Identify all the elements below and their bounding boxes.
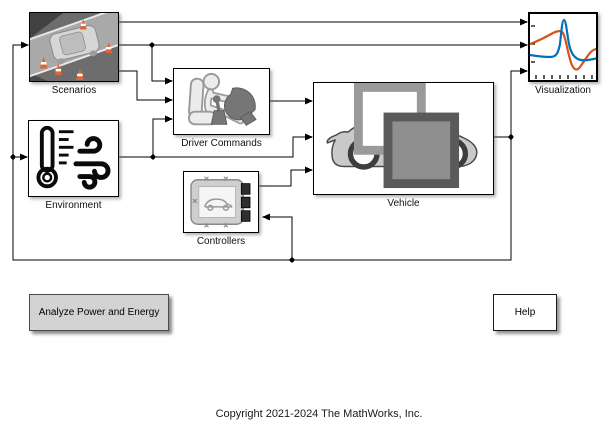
block-driver-commands[interactable] [173,68,270,135]
arrowhead [520,41,528,49]
driving-scenario-thumbnail-icon [30,13,118,81]
thermometer-wind-icon [36,125,111,190]
arrowhead [520,18,528,26]
analyze-button-label: Analyze Power and Energy [38,307,160,318]
copyright-text: Copyright 2021-2024 The MathWorks, Inc. [215,408,423,420]
visualization-label: Visualization [535,85,591,96]
block-controllers[interactable] [183,171,259,233]
wire-scenarios-to-driver-commands-2 [119,70,168,101]
controllers-label: Controllers [196,236,246,247]
arrowhead [305,166,313,174]
help-button-label: Help [514,307,536,318]
help-button[interactable]: Help [493,294,557,331]
scenarios-label: Scenarios [51,85,97,96]
driver-steering-wheel-icon [188,72,257,126]
analyze-power-and-energy-button[interactable]: Analyze Power and Energy [29,294,169,331]
scope-plot-icon [530,18,596,79]
traffic-cones [39,18,113,81]
vehicle-label: Vehicle [387,198,420,209]
environment-label: Environment [45,200,102,211]
variant-subsystem-badge-icon [353,82,460,189]
junction-dot [149,42,155,48]
ecu-controller-icon [190,176,251,228]
arrowhead [165,77,173,85]
wire-branch-to-driver-commands-1 [151,45,168,82]
junction-dot [289,257,295,263]
arrowhead [305,133,313,141]
wire-to-visualization-3 [510,70,523,137]
junction-dot [508,134,514,140]
block-vehicle[interactable] [313,82,494,195]
arrowhead [305,97,313,105]
arrowhead [21,41,29,49]
arrowhead [262,213,270,221]
arrowhead [165,96,173,104]
arrowhead [520,67,528,75]
wire-controllers-to-vehicle [259,169,308,187]
junction-dot [150,154,156,160]
block-environment[interactable] [28,120,119,197]
junction-dot [10,154,16,160]
block-visualization[interactable] [528,12,598,82]
block-scenarios[interactable] [29,12,119,82]
arrowhead [20,153,28,161]
arrowhead [165,115,173,123]
driver-commands-label: Driver Commands [181,138,262,149]
